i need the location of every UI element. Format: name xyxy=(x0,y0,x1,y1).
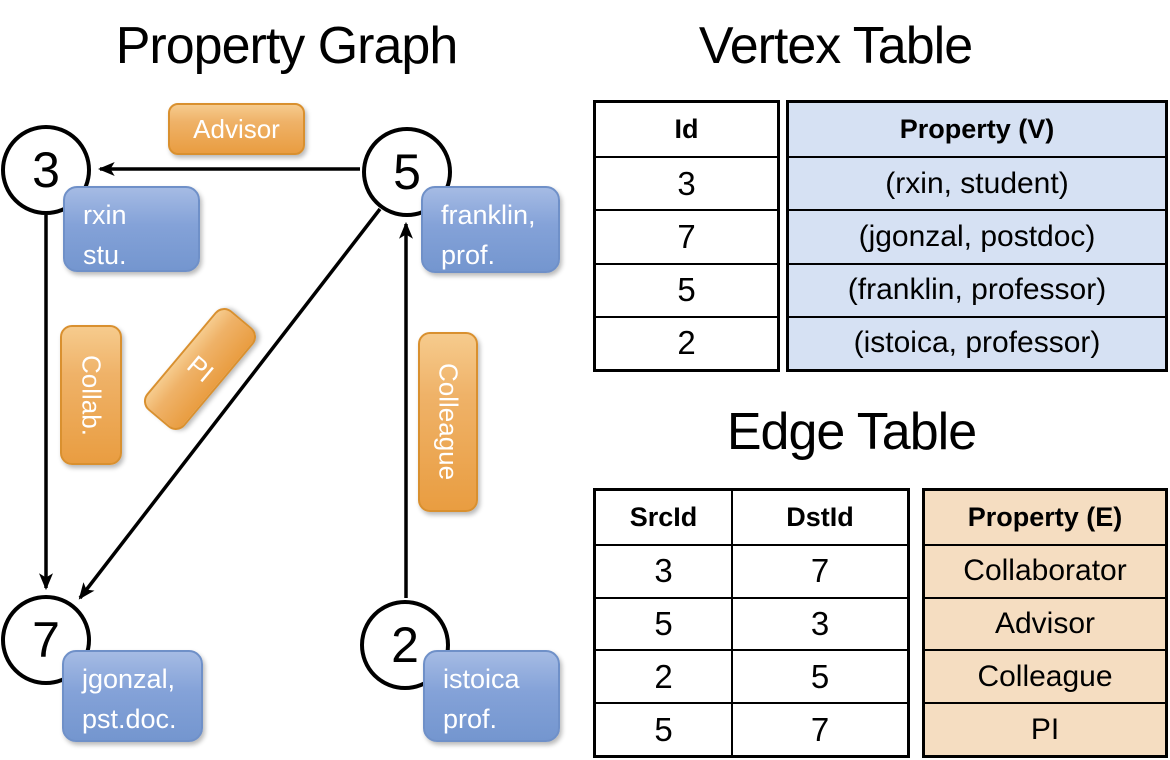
edge-dst-cell: 7 xyxy=(731,543,907,597)
vertex-property-cell: (jgonzal, postdoc) xyxy=(789,209,1165,262)
edge-dst-cell: 3 xyxy=(731,596,907,650)
edge-src-cell: 5 xyxy=(596,702,731,755)
edge-5-to-7-line xyxy=(78,207,382,600)
vertex-prop-box-5: franklin, prof. xyxy=(421,186,560,273)
edge-label-advisor: Advisor xyxy=(168,103,305,155)
edge-table-title: Edge Table xyxy=(726,403,977,461)
vertex-id-cell: 2 xyxy=(596,315,777,369)
vertex-property-header: Property (V) xyxy=(899,114,1055,145)
vertex-id-cell: 3 xyxy=(596,156,777,209)
edge-dstid-header: DstId xyxy=(731,491,907,544)
edge-property-cell: PI xyxy=(925,702,1165,755)
vertex-prop-box-7: jgonzal, pst.doc. xyxy=(62,650,203,742)
edge-table-property-column: Property (E) Collaborator Advisor Collea… xyxy=(922,488,1168,758)
vertex-table-property-column: Property (V) (rxin, student) (jgonzal, p… xyxy=(786,100,1168,372)
edge-property-cell: Colleague xyxy=(925,649,1165,702)
vertex-property-cell: (rxin, student) xyxy=(789,156,1165,209)
edge-src-cell: 2 xyxy=(596,649,731,702)
edge-src-cell: 5 xyxy=(596,596,731,650)
vertex-prop-box-3: rxin stu. xyxy=(63,186,200,272)
edge-property-cell: Advisor xyxy=(925,596,1165,650)
property-graph-title: Property Graph xyxy=(115,17,459,75)
graph-node-5: 5 xyxy=(362,127,452,217)
graph-node-2: 2 xyxy=(360,600,450,690)
edge-srcid-header: SrcId xyxy=(629,501,698,532)
vertex-table-id-column: Id 3 7 5 2 xyxy=(593,100,780,372)
edge-src-cell: 3 xyxy=(596,543,731,597)
vertex-table-title: Vertex Table xyxy=(698,17,973,75)
edge-label-collab: Collab. xyxy=(60,325,122,465)
edge-property-header: Property (E) xyxy=(967,501,1123,532)
edge-dst-cell: 5 xyxy=(731,649,907,703)
graph-edges-canvas xyxy=(39,162,413,600)
edge-table-id-columns: SrcId DstId 3 7 5 3 2 5 5 7 xyxy=(593,488,910,758)
vertex-prop-box-2: istoica prof. xyxy=(423,650,560,742)
vertex-id-cell: 7 xyxy=(596,209,777,262)
edge-label-colleague: Colleague xyxy=(418,332,478,512)
vertex-property-cell: (istoica, professor) xyxy=(789,315,1165,369)
edge-property-cell: Collaborator xyxy=(925,543,1165,597)
vertex-id-header: Id xyxy=(674,114,699,145)
vertex-id-cell: 5 xyxy=(596,262,777,316)
vertex-property-cell: (franklin, professor) xyxy=(789,262,1165,316)
edge-dst-cell: 7 xyxy=(731,702,907,755)
